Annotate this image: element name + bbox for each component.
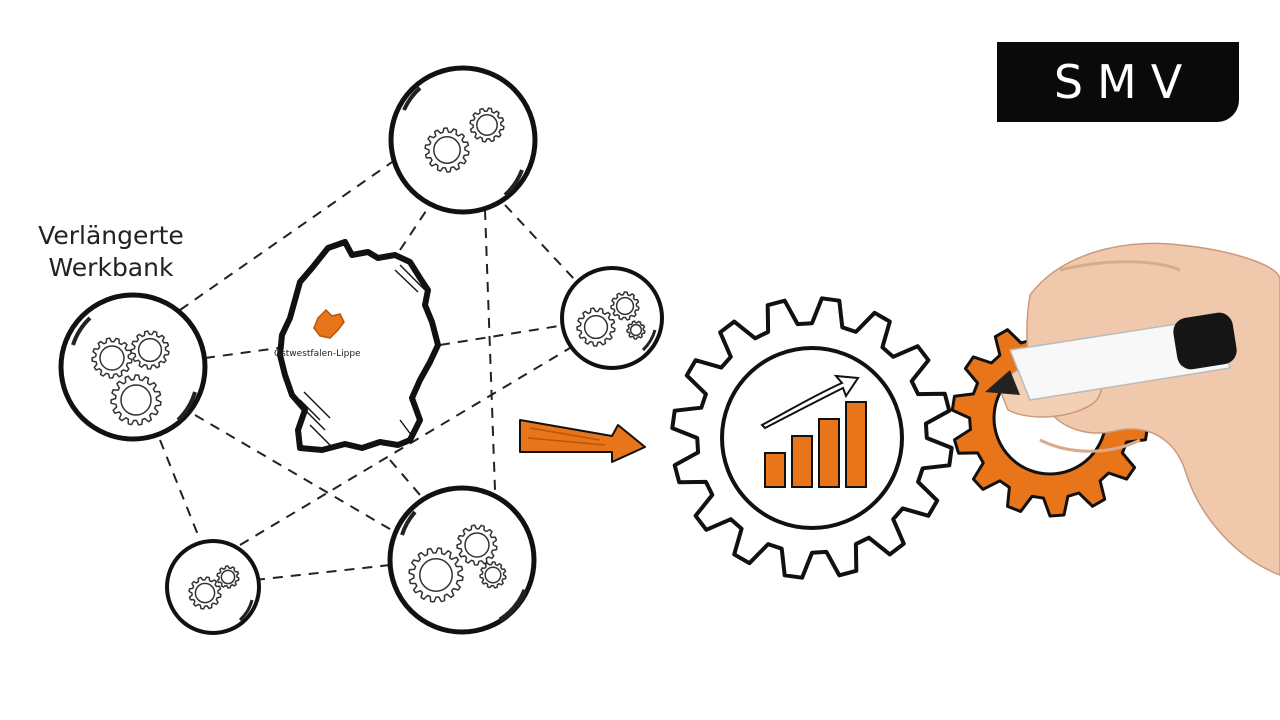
germany-map-icon: Ostwestfalen-Lippe <box>274 239 441 453</box>
chart-bar-4 <box>845 401 867 488</box>
small-gear-icon-hub <box>137 337 163 363</box>
chart-bar-1 <box>764 452 786 488</box>
network-node-left <box>58 292 208 442</box>
small-gear-icon-hub <box>484 566 502 584</box>
small-gear-icon-hub <box>194 582 216 604</box>
small-gear-icon-hub <box>433 136 461 164</box>
small-gear-icon-hub <box>476 114 498 136</box>
network-node-right <box>560 266 664 370</box>
growth-bar-chart <box>760 374 867 488</box>
logo-text: SMV <box>1053 55 1197 109</box>
region-label: Ostwestfalen-Lippe <box>274 349 361 359</box>
small-gear-icon-hub <box>99 345 125 371</box>
network-node-top <box>388 65 538 215</box>
small-gear-icon-hub <box>419 558 453 592</box>
smv-logo: SMV <box>997 42 1239 122</box>
label-line-2: Werkbank <box>48 253 174 282</box>
small-gear-icon-hub <box>220 569 236 585</box>
small-gear-icon-hub <box>120 384 152 416</box>
trend-arrow-icon <box>760 374 860 430</box>
node-gears <box>91 107 646 610</box>
orange-arrow-icon <box>519 419 646 463</box>
label-line-1: Verlängerte <box>38 221 184 250</box>
chart-bar-3 <box>818 418 840 488</box>
owl-region-mark <box>313 308 345 339</box>
small-gear-icon-hub <box>464 532 490 558</box>
small-gear-icon-hub <box>615 296 635 316</box>
hand-with-marker-icon <box>985 242 1280 576</box>
extended-workbench-label: Verlängerte Werkbank <box>36 220 186 284</box>
network-node-bottom <box>387 485 537 635</box>
small-gear-icon-hub <box>629 323 643 337</box>
chart-bar-2 <box>791 435 813 488</box>
small-gear-icon-hub <box>583 314 609 340</box>
